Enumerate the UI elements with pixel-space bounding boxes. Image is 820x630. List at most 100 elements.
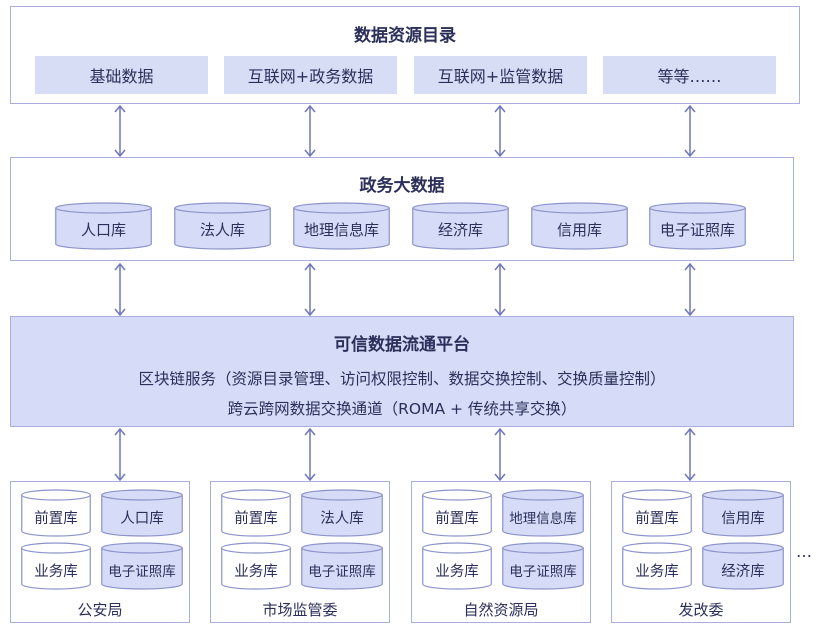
- arrow-platform-dept-4: [684, 428, 696, 481]
- cylinder-shape: [412, 202, 509, 250]
- shared-db: 信用库: [702, 489, 784, 537]
- arrow-platform-dept-2: [304, 428, 316, 481]
- arrow-catalog-bigdata-1: [114, 105, 126, 157]
- cylinder-label: 人口库: [120, 510, 164, 527]
- cylinder-label: 前置库: [34, 510, 78, 527]
- platform-blockchain-line: 区块链服务（资源目录管理、访问权限控制、数据交换控制、交换质量控制）: [138, 370, 666, 388]
- catalog-item-internet-gov: 互联网+政务数据: [224, 56, 397, 94]
- cylinder-label: 法人库: [199, 221, 245, 240]
- catalog-item-basic: 基础数据: [35, 56, 208, 94]
- cylinder-label: 电子证照库: [108, 564, 176, 581]
- cylinder-label: 电子证照库: [509, 564, 577, 581]
- shared-db: 地理信息库: [502, 489, 584, 537]
- front-db: 前置库: [622, 489, 692, 537]
- cylinder-shape: [101, 489, 183, 537]
- cylinder-label: 信用库: [556, 221, 602, 240]
- bigdata-geo-info-db: 地理信息库: [293, 202, 390, 250]
- bigdata-title: 政务大数据: [359, 176, 445, 196]
- cylinder-shape: [101, 542, 183, 590]
- cylinder-label: 业务库: [234, 563, 278, 580]
- cylinder-shape: [502, 542, 584, 590]
- catalog-item-internet-supervision: 互联网+监管数据: [414, 56, 587, 94]
- cylinder-shape: [622, 489, 692, 537]
- business-db: 业务库: [221, 542, 291, 590]
- cylinder-label: 经济库: [721, 563, 765, 580]
- cylinder-shape: [531, 202, 628, 250]
- cylinder-shape: [174, 202, 271, 250]
- cylinder-shape: [21, 489, 91, 537]
- secondary-db: 经济库: [702, 542, 784, 590]
- cylinder-shape: [622, 542, 692, 590]
- cylinder-label: 前置库: [635, 510, 679, 527]
- arrow-platform-dept-1: [114, 428, 126, 481]
- secondary-db: 电子证照库: [301, 542, 383, 590]
- cylinder-shape: [221, 489, 291, 537]
- bigdata-legal-person-db: 法人库: [174, 202, 271, 250]
- arrow-bigdata-platform-4: [684, 263, 696, 316]
- cylinder-shape: [221, 542, 291, 590]
- catalog-item-etc: 等等……: [603, 56, 776, 94]
- cylinder-label: 前置库: [435, 510, 479, 527]
- cylinder-shape: [301, 489, 383, 537]
- platform-panel: 可信数据流通平台 区块链服务（资源目录管理、访问权限控制、数据交换控制、交换质量…: [10, 316, 794, 427]
- arrow-catalog-bigdata-2: [304, 105, 316, 157]
- cylinder-label: 业务库: [635, 563, 679, 580]
- dept-natural-resources: 前置库 地理信息库业务库 电子证照库自然资源局: [411, 481, 591, 623]
- cylinder-label: 业务库: [435, 563, 479, 580]
- cylinder-label: 地理信息库: [509, 511, 577, 528]
- cylinder-shape: [293, 202, 390, 250]
- cylinder-label: 信用库: [721, 510, 765, 527]
- cylinder-label: 人口库: [80, 221, 126, 240]
- dept-public-security: 前置库 人口库业务库 电子证照库公安局: [10, 481, 190, 623]
- bigdata-economy-db: 经济库: [412, 202, 509, 250]
- cylinder-shape: [702, 542, 784, 590]
- department-name: 市场监管委: [262, 601, 338, 619]
- cylinder-shape: [55, 202, 152, 250]
- bigdata-credit-db: 信用库: [531, 202, 628, 250]
- cylinder-label: 电子证照库: [659, 221, 735, 240]
- platform-exchange-line: 跨云跨网数据交换通道（ROMA + 传统共享交换）: [227, 400, 577, 418]
- front-db: 前置库: [21, 489, 91, 537]
- shared-db: 人口库: [101, 489, 183, 537]
- dept-market-supervision: 前置库 法人库业务库 电子证照库市场监管委: [210, 481, 390, 623]
- arrow-bigdata-platform-3: [494, 263, 506, 316]
- cylinder-shape: [21, 542, 91, 590]
- catalog-title: 数据资源目录: [354, 26, 456, 46]
- arrow-catalog-bigdata-4: [684, 105, 696, 157]
- arrow-bigdata-platform-1: [114, 263, 126, 316]
- department-name: 发改委: [678, 601, 724, 619]
- business-db: 业务库: [422, 542, 492, 590]
- arrow-catalog-bigdata-3: [494, 105, 506, 157]
- cylinder-label: 地理信息库: [303, 221, 379, 240]
- more-departments-ellipsis: …: [796, 542, 813, 561]
- cylinder-label: 业务库: [34, 563, 78, 580]
- shared-db: 法人库: [301, 489, 383, 537]
- cylinder-shape: [422, 542, 492, 590]
- cylinder-shape: [702, 489, 784, 537]
- bigdata-population-db: 人口库: [55, 202, 152, 250]
- business-db: 业务库: [21, 542, 91, 590]
- dept-development-reform: 前置库 信用库业务库 经济库发改委: [611, 481, 791, 623]
- arrow-bigdata-platform-2: [304, 263, 316, 316]
- cylinder-label: 经济库: [437, 221, 483, 240]
- cylinder-shape: [422, 489, 492, 537]
- front-db: 前置库: [221, 489, 291, 537]
- arrow-platform-dept-3: [494, 428, 506, 481]
- platform-title: 可信数据流通平台: [334, 335, 470, 355]
- cylinder-shape: [649, 202, 746, 250]
- secondary-db: 电子证照库: [502, 542, 584, 590]
- department-name: 自然资源局: [463, 601, 539, 619]
- bigdata-panel: 政务大数据 人口库 法人库 地理信息库 经济库 信用库 电子证照库: [10, 157, 794, 261]
- cylinder-label: 电子证照库: [308, 564, 376, 581]
- front-db: 前置库: [422, 489, 492, 537]
- department-name: 公安局: [77, 601, 123, 619]
- catalog-panel: 数据资源目录 基础数据 互联网+政务数据 互联网+监管数据 等等……: [10, 6, 800, 104]
- business-db: 业务库: [622, 542, 692, 590]
- cylinder-shape: [502, 489, 584, 537]
- bigdata-e-license-db: 电子证照库: [649, 202, 746, 250]
- secondary-db: 电子证照库: [101, 542, 183, 590]
- cylinder-shape: [301, 542, 383, 590]
- cylinder-label: 前置库: [234, 510, 278, 527]
- cylinder-label: 法人库: [320, 510, 364, 527]
